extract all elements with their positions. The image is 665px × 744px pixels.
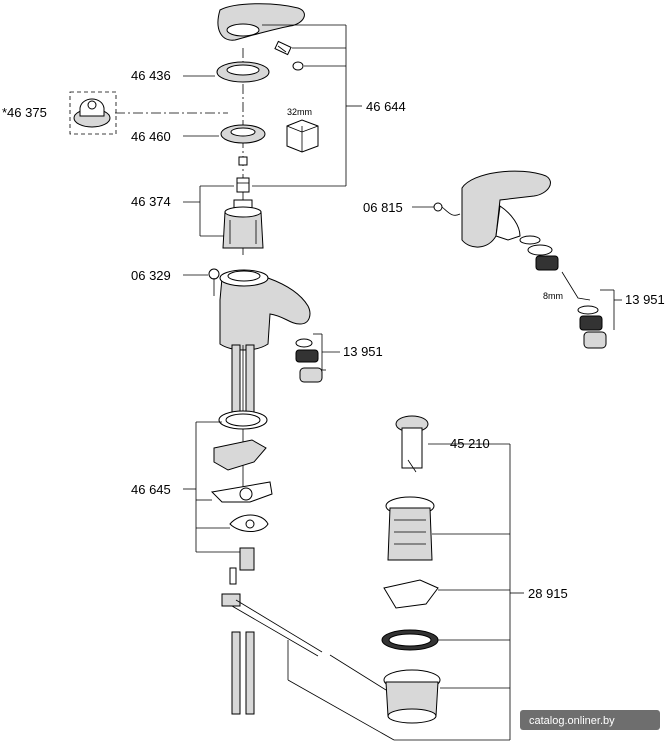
watermark-text: catalog.onliner.by: [529, 715, 615, 727]
part-label-28915: 28 915: [528, 586, 568, 601]
bracket-drain-bottom: [287, 640, 510, 741]
drain-gasket-flat: [383, 579, 510, 609]
wrench-size-label: 32mm: [287, 107, 312, 117]
set-screw: [274, 40, 292, 56]
cap-screw: [292, 61, 304, 71]
mounting-nut: [239, 547, 255, 571]
part-label-46460: 46 460: [131, 129, 171, 144]
pop-up-plug: [395, 415, 510, 473]
watermark: catalog.onliner.by: [520, 710, 660, 730]
hex-nut-wrench: [286, 119, 319, 153]
part-label-46644: 46 644: [366, 99, 406, 114]
bracket-46645: [183, 421, 240, 553]
mounting-plate: [213, 439, 267, 471]
spindle-adapter: [236, 177, 250, 193]
part-label-13951-main: 13 951: [343, 344, 383, 359]
part-label-13951-inset: 13 951: [625, 292, 665, 307]
pop-up-lift-rod: [221, 567, 387, 691]
bracket-28915: [509, 444, 524, 740]
part-label-46436: 46 436: [131, 68, 171, 83]
cover-cap-part: [183, 61, 270, 83]
part-label-46375: *46 375: [2, 105, 47, 120]
drain-flange-nut: [383, 669, 510, 724]
part-label-46374: 46 374: [131, 194, 171, 209]
part-label-45210: 45 210: [450, 436, 490, 451]
drain-seal-ring: [381, 629, 510, 651]
mounting-gasket-ring: [218, 410, 268, 430]
sealing-ring-part: [183, 124, 266, 144]
drain-body: [385, 496, 510, 561]
supply-hose-right: [245, 344, 255, 416]
mounting-washer: [229, 514, 269, 532]
bracket-46374: [183, 185, 234, 237]
part-label-46645: 46 645: [131, 482, 171, 497]
lever-handle: [217, 3, 305, 41]
lower-supply-hoses: [231, 631, 255, 715]
inset-faucet-body: [412, 170, 551, 248]
part-label-06329: 06 329: [131, 268, 171, 283]
aerator-part: [295, 333, 340, 383]
part-label-06815: 06 815: [363, 200, 403, 215]
cartridge-part: [222, 199, 264, 249]
inset-aerator-parts: [519, 235, 622, 349]
mounting-horseshoe: [210, 481, 273, 503]
bracket-46644: [252, 24, 362, 187]
faucet-body: [183, 268, 311, 351]
supply-hose-left: [231, 344, 241, 416]
hexkey-size-label: 8mm: [543, 291, 563, 301]
cartridge-tool-part: [69, 91, 117, 135]
small-screw: [238, 156, 248, 166]
